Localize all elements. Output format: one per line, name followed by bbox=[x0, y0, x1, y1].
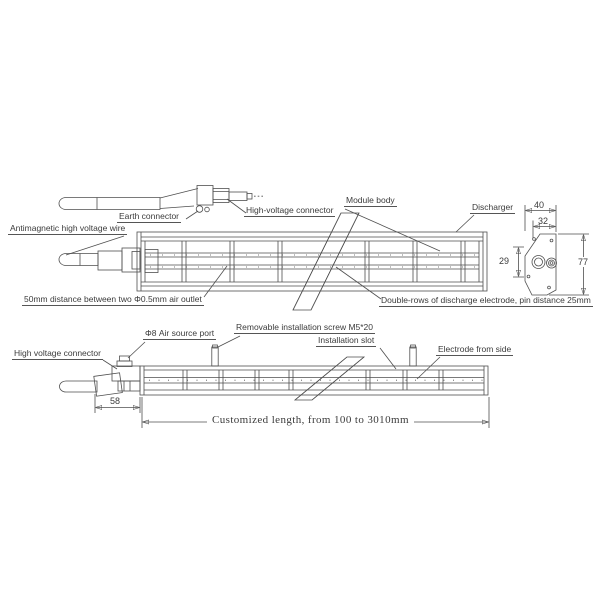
earth-wire-lines bbox=[159, 188, 199, 209]
connector-neck bbox=[228, 191, 248, 201]
feed-block bbox=[144, 249, 159, 273]
electrode-band bbox=[145, 252, 479, 270]
dim-text-58: 58 bbox=[110, 396, 121, 406]
leader-lines bbox=[65, 198, 475, 380]
hv-port-circle bbox=[546, 257, 557, 269]
connector-barrel bbox=[212, 188, 230, 203]
connector-ribbed-sleeve bbox=[196, 185, 214, 206]
rails bbox=[144, 369, 484, 391]
dimension-29 bbox=[513, 246, 524, 278]
module-cable bbox=[58, 247, 141, 273]
earth-ring-terminal bbox=[195, 205, 204, 213]
label-air-outlet-note: 50mm distance between two Φ0.5mm air out… bbox=[22, 294, 204, 306]
label-earth-connector: Earth connector bbox=[117, 211, 182, 223]
screw-hole bbox=[549, 238, 554, 243]
label-high-voltage-connector-side: High voltage connector bbox=[12, 348, 103, 360]
dim-text-40: 40 bbox=[534, 200, 545, 210]
label-removable-screw: Removable installation screw M5*20 bbox=[234, 322, 376, 334]
leader-removable-screw bbox=[217, 335, 241, 348]
wire bbox=[58, 253, 99, 266]
side-cable bbox=[59, 355, 141, 397]
leader-air-source-port bbox=[127, 341, 146, 359]
wire bbox=[58, 197, 161, 210]
leader-module-body bbox=[344, 208, 441, 252]
screw-hole bbox=[547, 285, 551, 290]
wire bbox=[59, 380, 98, 393]
label-high-voltage-connector: High-voltage connector bbox=[244, 205, 336, 217]
label-electrode-from-side: Electrode from side bbox=[436, 344, 514, 356]
connector-body bbox=[117, 380, 141, 392]
electrode-band bbox=[144, 377, 484, 384]
strain-relief-coil bbox=[97, 250, 123, 271]
cell-dividers bbox=[182, 370, 444, 390]
leader-high-voltage-connector bbox=[226, 198, 247, 214]
label-double-rows-note: Double-rows of discharge electrode, pin … bbox=[379, 295, 593, 307]
dimension-32 bbox=[532, 220, 555, 238]
installation-screw bbox=[211, 344, 219, 367]
rails bbox=[141, 236, 483, 287]
label-antimagnetic-wire: Antimagnetic high voltage wire bbox=[8, 223, 128, 235]
label-air-source-port: Φ8 Air source port bbox=[143, 328, 217, 340]
dim-text-29: 29 bbox=[499, 256, 510, 266]
label-module-body: Module body bbox=[344, 195, 397, 207]
dimension-58 bbox=[94, 394, 141, 413]
installation-screw bbox=[409, 344, 417, 367]
dim-text-customized-length: Customized length, from 100 to 3010mm bbox=[207, 414, 414, 426]
leader-air-outlet-note bbox=[203, 265, 228, 298]
cell-dividers bbox=[181, 241, 466, 282]
air-fitting bbox=[116, 360, 133, 367]
label-discharger: Discharger bbox=[470, 202, 516, 214]
break-lines-front bbox=[292, 212, 360, 311]
air-port-circle bbox=[531, 255, 546, 269]
leader-earth-connector bbox=[185, 210, 199, 220]
dimension-40 bbox=[524, 205, 557, 232]
end-view bbox=[524, 233, 557, 296]
strain-relief-coil bbox=[93, 372, 123, 397]
module-front-view bbox=[136, 231, 488, 292]
screw-hole bbox=[532, 237, 536, 241]
dim-text-77: 77 bbox=[576, 257, 591, 267]
leader-high-voltage-connector-side bbox=[102, 359, 118, 370]
air-fitting-top bbox=[119, 355, 130, 362]
break-lines-side bbox=[294, 356, 365, 401]
dim-text-32: 32 bbox=[538, 216, 549, 226]
screw-hole bbox=[526, 274, 531, 279]
top-cable-assembly bbox=[58, 185, 263, 213]
label-installation-slot: Installation slot bbox=[316, 335, 377, 347]
leader-antimagnetic-wire bbox=[65, 235, 125, 256]
leader-installation-slot bbox=[379, 347, 397, 370]
module-side-view bbox=[139, 344, 489, 396]
leader-double-rows-note bbox=[335, 266, 382, 300]
plug-nut bbox=[131, 251, 141, 270]
leader-electrode-from-side bbox=[416, 356, 441, 380]
leader-discharger bbox=[455, 214, 475, 233]
